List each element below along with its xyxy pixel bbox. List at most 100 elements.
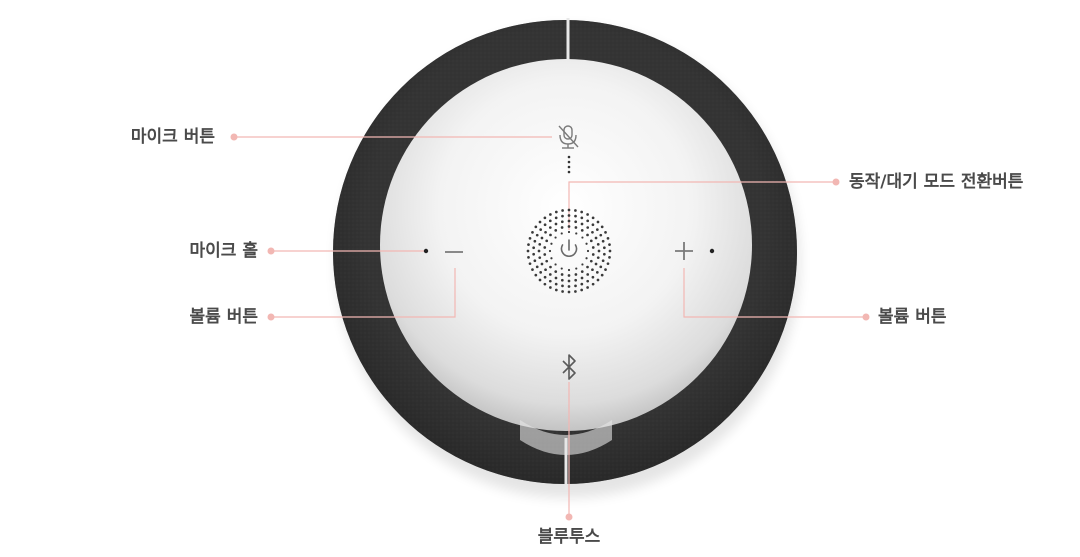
grill-hole: [591, 282, 595, 286]
grill-hole: [560, 267, 563, 270]
grill-hole: [548, 249, 552, 253]
grill-hole: [554, 236, 557, 239]
grill-hole: [574, 209, 577, 212]
leader-dot-mic-button: [230, 133, 238, 141]
grill-hole: [600, 225, 604, 229]
grill-hole: [545, 259, 549, 263]
grill-hole: [567, 208, 571, 212]
plus-icon[interactable]: [675, 242, 693, 260]
grill-hole: [554, 263, 557, 266]
grill-hole: [586, 249, 590, 253]
grill-hole: [548, 273, 552, 276]
grill-hole: [585, 242, 588, 245]
grill-hole: [567, 279, 571, 283]
grill-hole: [560, 273, 564, 276]
grill-hole: [548, 219, 552, 223]
grill-hole: [560, 278, 564, 282]
grill-hole: [608, 256, 611, 259]
grill-hole: [581, 263, 584, 266]
grill-hole: [567, 268, 571, 272]
grill-hole: [549, 233, 552, 237]
grill-hole: [580, 288, 584, 292]
grill-hole: [599, 265, 603, 269]
grill-hole: [532, 246, 536, 250]
grill-hole: [554, 229, 558, 232]
grill-hole: [595, 228, 599, 231]
label-volume-right: 볼륨 버튼: [878, 307, 947, 327]
grill-hole: [596, 220, 600, 224]
grill-hole: [596, 242, 600, 246]
grill-hole: [533, 259, 537, 263]
grill-hole: [575, 267, 578, 270]
power-icon[interactable]: [560, 239, 578, 258]
grill-hole: [574, 226, 578, 229]
grill-hole: [585, 257, 588, 260]
grill-hole: [581, 236, 584, 239]
grill-hole: [543, 246, 547, 249]
grill-hole: [580, 229, 584, 232]
grill-hole: [586, 219, 590, 223]
mic-hole-left: [423, 248, 429, 254]
grill-hole: [554, 222, 558, 226]
grill-hole: [606, 262, 610, 266]
grill-hole: [567, 274, 571, 277]
grill-hole: [580, 276, 584, 280]
grill-hole: [527, 243, 530, 246]
grill-hole: [586, 226, 590, 229]
grill-hole: [534, 225, 538, 229]
leader-dot-volume-right: [862, 313, 870, 321]
grill-hole: [543, 282, 547, 286]
grill-hole: [538, 256, 542, 260]
grill-hole: [561, 209, 564, 212]
mic-muted-icon[interactable]: [558, 125, 579, 149]
leader-dots: [230, 133, 870, 521]
grill-hole: [535, 265, 539, 269]
grill-hole: [540, 236, 544, 240]
grill-hole: [528, 262, 532, 266]
grill-hole: [554, 210, 558, 214]
grill-hole: [554, 288, 558, 292]
mic-indicator-dots: [567, 155, 571, 174]
grill-hole: [545, 239, 549, 243]
grill-hole: [606, 236, 610, 240]
grill-hole: [544, 268, 547, 272]
grill-hole: [591, 275, 595, 279]
grill-hole: [574, 290, 577, 293]
grill-hole: [543, 216, 547, 220]
grill-hole: [548, 226, 552, 229]
grill-hole: [539, 228, 543, 231]
grill-hole: [580, 222, 584, 226]
grill-hole: [554, 282, 558, 286]
grill-hole: [603, 246, 606, 250]
grill-hole: [567, 285, 571, 288]
leader-dot-volume-left: [267, 313, 275, 321]
leader-lines: [234, 136, 866, 517]
grill-hole: [531, 268, 534, 271]
label-mic-hole: 마이크 홀: [189, 241, 258, 261]
grill-hole: [600, 273, 604, 277]
grill-hole: [526, 249, 530, 253]
grill-hole: [550, 257, 553, 260]
grill-hole: [591, 216, 595, 220]
bluetooth-icon[interactable]: [562, 354, 576, 380]
grill-hole: [580, 216, 584, 220]
grill-hole: [586, 233, 589, 237]
leader-volume-left: [271, 268, 456, 318]
grill-hole: [528, 236, 532, 240]
grill-hole: [589, 259, 593, 263]
grill-hole: [608, 249, 612, 253]
grill-hole: [560, 232, 563, 235]
grill-hole: [574, 278, 578, 282]
grill-hole: [532, 252, 536, 256]
speaker-face: [380, 59, 752, 431]
grill-hole: [535, 233, 539, 237]
grill-hole: [595, 271, 599, 274]
label-volume-left: 볼륨 버튼: [189, 307, 258, 327]
grill-hole: [567, 214, 571, 217]
grill-hole: [596, 278, 600, 282]
grill-hole: [599, 233, 603, 237]
label-mic-button: 마이크 버튼: [130, 127, 215, 147]
grill-hole: [591, 253, 595, 256]
grill-hole: [554, 270, 558, 273]
